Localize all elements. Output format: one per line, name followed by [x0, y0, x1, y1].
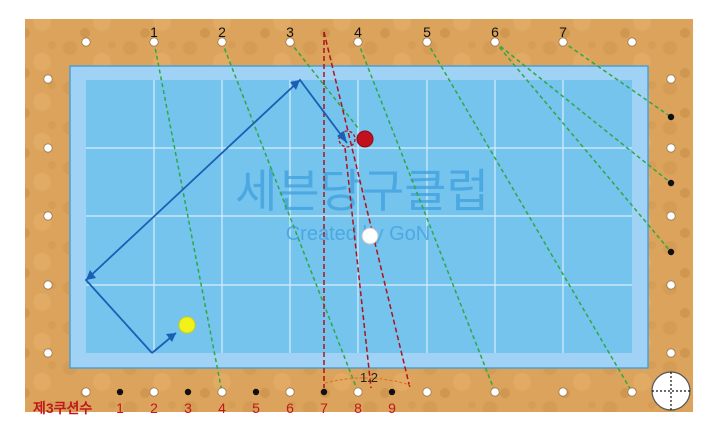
cloth-grid	[86, 80, 632, 353]
bottom-diamond-8	[627, 387, 637, 397]
bottom-diamond-4	[353, 387, 363, 397]
red-ball	[356, 130, 374, 148]
left-diamond-0	[43, 74, 53, 84]
bottom-mark-4	[388, 388, 396, 396]
bottom-diamond-0	[81, 387, 91, 397]
bottom-diamond-3	[285, 387, 295, 397]
bottom-diamond-2	[217, 387, 227, 397]
arrowhead-rail-left	[86, 270, 96, 280]
bottom-label-9: 9	[388, 400, 396, 416]
top-label-6: 6	[491, 24, 499, 40]
bottom-mark-1	[184, 388, 192, 396]
bottom-mark-3	[320, 388, 328, 396]
right-mark-1	[667, 179, 675, 187]
left-diamond-4	[43, 348, 53, 358]
top-diamond-0	[81, 37, 91, 47]
guide-line-1	[153, 41, 223, 393]
top-diamond-3	[285, 37, 295, 47]
bottom-label-3: 3	[184, 400, 192, 416]
bottom-mark-0	[116, 388, 124, 396]
top-label-1: 1	[150, 24, 158, 40]
red-line-b	[323, 31, 411, 389]
arrowhead-start	[166, 333, 176, 342]
top-diamond-8	[627, 37, 637, 47]
red-line-c	[344, 147, 372, 389]
top-diamond-4	[353, 37, 363, 47]
guide-line-7	[494, 41, 672, 184]
left-diamond-1	[43, 143, 53, 153]
blue-path-segments	[84, 78, 348, 354]
bottom-row-caption: 제3쿠션수	[33, 400, 92, 416]
bottom-label-6: 6	[286, 400, 294, 416]
top-label-2: 2	[218, 24, 226, 40]
bottom-diamond-1	[149, 387, 159, 397]
top-label-7: 7	[559, 24, 567, 40]
watermark-credit: Created by GoN	[286, 223, 431, 245]
arrowhead-end	[337, 131, 347, 143]
guide-line-6	[494, 41, 672, 253]
top-diamond-7	[558, 37, 568, 47]
left-diamond-3	[43, 280, 53, 290]
bottom-label-5: 5	[252, 400, 260, 416]
left-diamond-2	[43, 211, 53, 221]
bottom-mark-2	[252, 388, 260, 396]
top-diamond-5	[422, 37, 432, 47]
bottom-label-1: 1	[116, 400, 124, 416]
right-diamond-2	[666, 211, 676, 221]
right-mark-0	[667, 113, 675, 121]
measurement-arc	[324, 377, 411, 386]
guide-line-5	[426, 41, 633, 393]
right-mark-2	[667, 248, 675, 256]
bottom-diamond-5	[422, 387, 432, 397]
yellow-ball	[178, 316, 196, 334]
top-diamond-1	[149, 37, 159, 47]
top-label-5: 5	[423, 24, 431, 40]
bottom-diamond-6	[490, 387, 500, 397]
arrowhead-rail-top	[290, 80, 300, 90]
right-diamond-3	[666, 280, 676, 290]
top-label-3: 3	[286, 24, 294, 40]
bottom-diamond-7	[558, 387, 568, 397]
white-ball	[361, 227, 379, 245]
top-diamond-2	[217, 37, 227, 47]
bottom-label-8: 8	[354, 400, 362, 416]
green-guide-lines	[153, 41, 672, 393]
guide-line-8	[562, 41, 672, 118]
right-diamond-0	[666, 74, 676, 84]
top-label-4: 4	[354, 24, 362, 40]
rail-labels: 1 2 3 4 5 6 7 1 2 3 4 5 6 7 8 9	[116, 24, 567, 416]
right-diamond-1	[666, 143, 676, 153]
crosshair-icon	[651, 371, 691, 411]
bottom-label-4: 4	[218, 400, 226, 416]
right-diamond-4	[666, 348, 676, 358]
ghost-ball	[338, 130, 356, 148]
red-shot-lines	[323, 31, 411, 389]
top-diamond-6	[490, 37, 500, 47]
blue-ball-path	[84, 78, 348, 354]
measurement-label: 1.2	[360, 370, 378, 385]
guide-line-3	[289, 41, 359, 129]
bottom-label-2: 2	[150, 400, 158, 416]
bottom-label-7: 7	[320, 400, 328, 416]
rail-diamonds	[43, 37, 676, 397]
